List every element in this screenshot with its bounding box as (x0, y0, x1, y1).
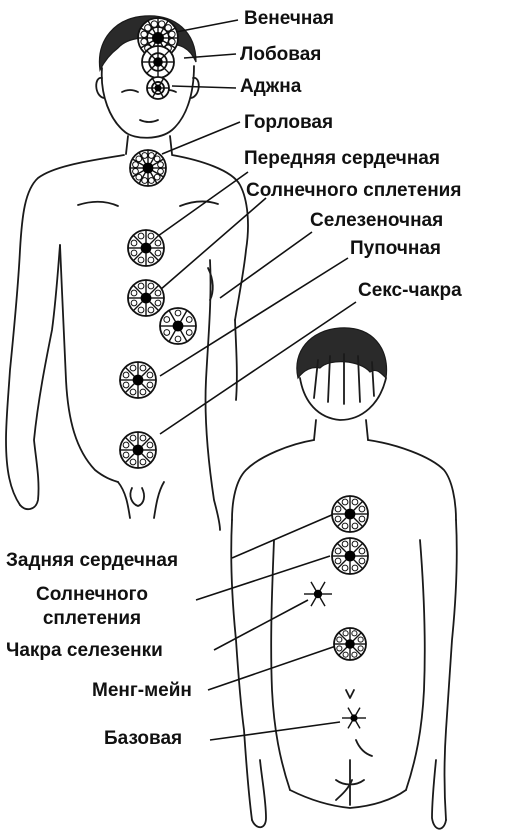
lead-crown (175, 19, 239, 33)
front-neck-right (169, 135, 173, 155)
chakra-navel-icon (119, 361, 157, 399)
lead-solar-back (195, 555, 331, 601)
chakra-front-heart-icon (127, 229, 165, 267)
lead-ajna (171, 85, 237, 89)
label-front-heart: Передняя сердечная (244, 148, 440, 169)
lead-base (209, 721, 341, 741)
front-neck-left (125, 135, 129, 155)
back-left-hand (251, 759, 267, 829)
front-groin (117, 481, 165, 519)
label-back-heart: Задняя сердечная (6, 550, 179, 571)
back-figure (230, 327, 458, 830)
label-ajna: Аджна (240, 76, 302, 97)
label-navel: Пупочная (350, 238, 441, 259)
front-rib-mark (207, 267, 214, 301)
front-genital-outline (129, 487, 145, 507)
chakra-spleen-back-icon (304, 581, 332, 607)
front-torso-right (204, 259, 221, 531)
chakra-wheels (119, 17, 369, 729)
label-meng-mein: Менг-мейн (92, 680, 192, 701)
front-left-ear (95, 77, 105, 99)
lead-forehead (183, 53, 237, 59)
back-left-shoulder (231, 439, 315, 521)
back-hair (296, 327, 388, 380)
back-hair-strokes (313, 353, 375, 405)
lead-meng-mein (207, 645, 337, 691)
back-torso-right (405, 539, 426, 791)
front-head (100, 65, 195, 139)
back-head (299, 377, 387, 421)
chakra-ajna-icon (146, 76, 170, 100)
front-left-arm (5, 154, 125, 506)
chakra-back-heart-icon (331, 495, 369, 533)
back-waist (289, 789, 407, 809)
back-right-shoulder (367, 439, 457, 521)
label-solar-back-1: Солнечного (36, 584, 148, 605)
back-lower-marks (335, 739, 373, 801)
chakra-solar-back-icon (331, 537, 369, 575)
front-left-eye (121, 89, 139, 93)
label-solar-back-2: сплетения (42, 608, 142, 629)
back-right-arm (443, 519, 458, 821)
chakra-spleen-front-icon (159, 307, 197, 345)
lead-sex (159, 301, 357, 435)
lead-spleen-back (213, 599, 309, 651)
label-solar-front: Солнечного сплетения (246, 180, 462, 201)
chakra-meng-mein-icon (333, 627, 367, 661)
front-chest-left (77, 200, 119, 207)
lead-spleen-front (219, 231, 313, 299)
lead-navel (159, 257, 349, 377)
lead-back-heart (231, 513, 335, 559)
label-spleen-back: Чакра селезенки (6, 640, 163, 661)
front-left-arm-inner (19, 244, 61, 511)
lead-solar-front (159, 197, 267, 291)
front-chest-right (179, 200, 219, 207)
lead-throat (161, 121, 241, 155)
back-left-arm (230, 519, 253, 821)
front-mouth (139, 119, 159, 123)
label-spleen-front: Селезеночная (310, 210, 444, 231)
label-throat: Горловая (244, 112, 334, 133)
label-forehead: Лобовая (240, 44, 322, 65)
chakra-sex-icon (119, 431, 157, 469)
leader-lines (157, 19, 357, 741)
back-spine-mark (345, 689, 355, 699)
lead-front-heart (157, 171, 249, 237)
label-sex: Секс-чакра (358, 280, 462, 301)
back-torso-left (270, 539, 291, 791)
front-right-arm-lower (234, 319, 238, 401)
label-base: Базовая (104, 728, 183, 749)
back-right-hand (431, 759, 447, 830)
chakra-throat-icon (129, 149, 167, 187)
chakra-solar-front-icon (127, 279, 165, 317)
label-crown: Венечная (244, 8, 335, 29)
back-neck (313, 419, 369, 441)
front-torso-left (59, 244, 119, 483)
chakra-base-icon (342, 707, 366, 729)
chakra-forehead-icon (141, 45, 175, 79)
